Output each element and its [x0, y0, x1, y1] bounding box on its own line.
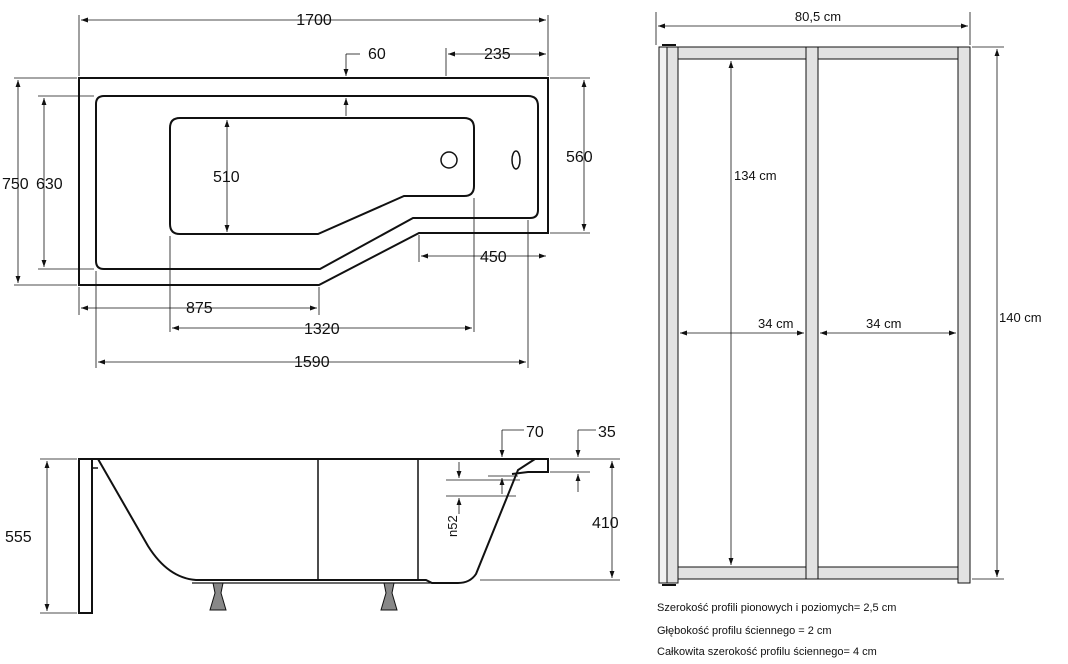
dim-235: 235	[484, 46, 511, 63]
dim-1700: 1700	[296, 12, 332, 29]
dim-560: 560	[566, 149, 593, 166]
dim-140-cm: 140 cm	[999, 310, 1042, 325]
foot-left	[209, 582, 227, 611]
tub-basin-outline	[169, 117, 475, 235]
middle-mullion	[805, 46, 819, 580]
note-profile-width: Szerokość profili pionowych i poziomych=…	[657, 602, 897, 614]
wall-profile-left	[658, 46, 668, 584]
dim-510: 510	[213, 169, 240, 186]
tub-outer-outline	[78, 77, 549, 286]
dim-450: 450	[480, 249, 507, 266]
dim-60: 60	[368, 46, 386, 63]
dim-70: 70	[526, 424, 544, 441]
dim-1320: 1320	[304, 321, 340, 338]
dim-134-cm: 134 cm	[734, 168, 777, 183]
tub-inner-rim	[95, 95, 539, 270]
screen-dimension-lines	[655, 12, 1004, 580]
overflow-icon	[511, 150, 521, 170]
dim-555: 555	[5, 529, 32, 546]
front-apron	[78, 458, 93, 614]
screen-labels: 80,5 cm 134 cm 140 cm 34 cm 34 cm	[734, 9, 1042, 331]
dim-34-cm-left: 34 cm	[758, 316, 793, 331]
dim-410: 410	[592, 515, 619, 532]
tub-body-profile	[97, 458, 536, 584]
side-view-labels: 555 70 35 n52 410	[5, 424, 619, 546]
top-view-dimension-lines	[14, 15, 590, 368]
dim-1590: 1590	[294, 354, 330, 371]
dim-80-5-cm: 80,5 cm	[795, 9, 841, 24]
dim-n52: n52	[445, 515, 460, 537]
note-wall-profile-depth: Głębokość profilu ściennego = 2 cm	[657, 625, 832, 637]
note-wall-profile-width: Całkowita szerokość profilu ściennego= 4…	[657, 646, 877, 658]
top-view-labels: 1700 60 235 750 630 510 560 450 875 1320…	[2, 12, 593, 371]
dim-875: 875	[186, 300, 213, 317]
wall-profile-right	[957, 46, 971, 584]
side-view	[78, 458, 549, 614]
glass-panel-right	[817, 58, 959, 568]
foot-right	[380, 582, 398, 611]
dim-34-cm-right: 34 cm	[866, 316, 901, 331]
dim-35: 35	[598, 424, 616, 441]
dim-750: 750	[2, 176, 29, 193]
shower-screen	[658, 44, 971, 586]
dim-630: 630	[36, 176, 63, 193]
drain-icon	[440, 151, 458, 169]
glass-panel-left	[677, 58, 807, 568]
side-view-dimension-lines	[40, 429, 620, 614]
top-view	[78, 77, 549, 286]
